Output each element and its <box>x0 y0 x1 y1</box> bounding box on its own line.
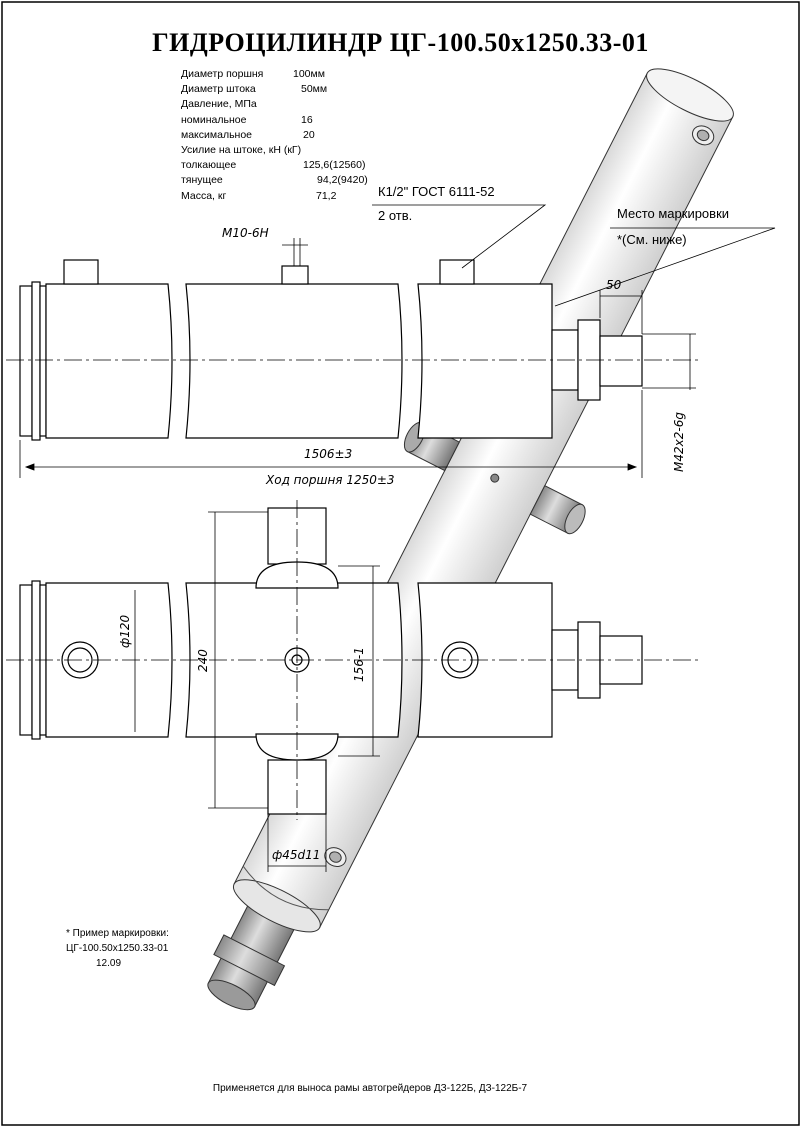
top-view-dimensions <box>134 511 380 872</box>
rod-thread-dim: М42х2-6g <box>672 412 686 472</box>
marking-example-line2: 12.09 <box>96 958 122 969</box>
port-thread-callout: К1/2" ГОСТ 6111-52 <box>378 184 495 199</box>
marking-place-callout: Место маркировки <box>617 206 730 221</box>
front-view <box>6 259 700 441</box>
marking-ref-callout: *(См. ниже) <box>617 232 687 247</box>
drawing-title: ГИДРОЦИЛИНДР ЦГ-100.50х1250.33-01 <box>152 28 649 57</box>
bore-dia-dim: ф120 <box>118 614 132 648</box>
front-view-dimensions <box>19 204 776 478</box>
marking-example-heading: * Пример маркировки: <box>66 928 169 939</box>
rod-protrusion-dim: 50 <box>606 278 622 292</box>
bolt-thread-label: М10-6Н <box>222 226 269 240</box>
usage-footer: Применяется для выноса рамы автогрейдеро… <box>212 1083 528 1094</box>
trunnion-inner-dim: 156-1 <box>352 647 366 682</box>
port-count-callout: 2 отв. <box>378 208 413 223</box>
marking-example: * Пример маркировки: ЦГ-100.50х1250.33-0… <box>66 926 169 971</box>
total-length-dim: 1506±3 <box>304 447 353 461</box>
top-view <box>6 500 700 820</box>
marking-example-line1: ЦГ-100.50х1250.33-01 <box>66 943 169 954</box>
trunnion-dia-dim: ф45d11 <box>272 848 321 862</box>
trunnion-span-dim: 240 <box>196 649 210 672</box>
stroke-dim: Ход поршня 1250±3 <box>266 473 395 487</box>
